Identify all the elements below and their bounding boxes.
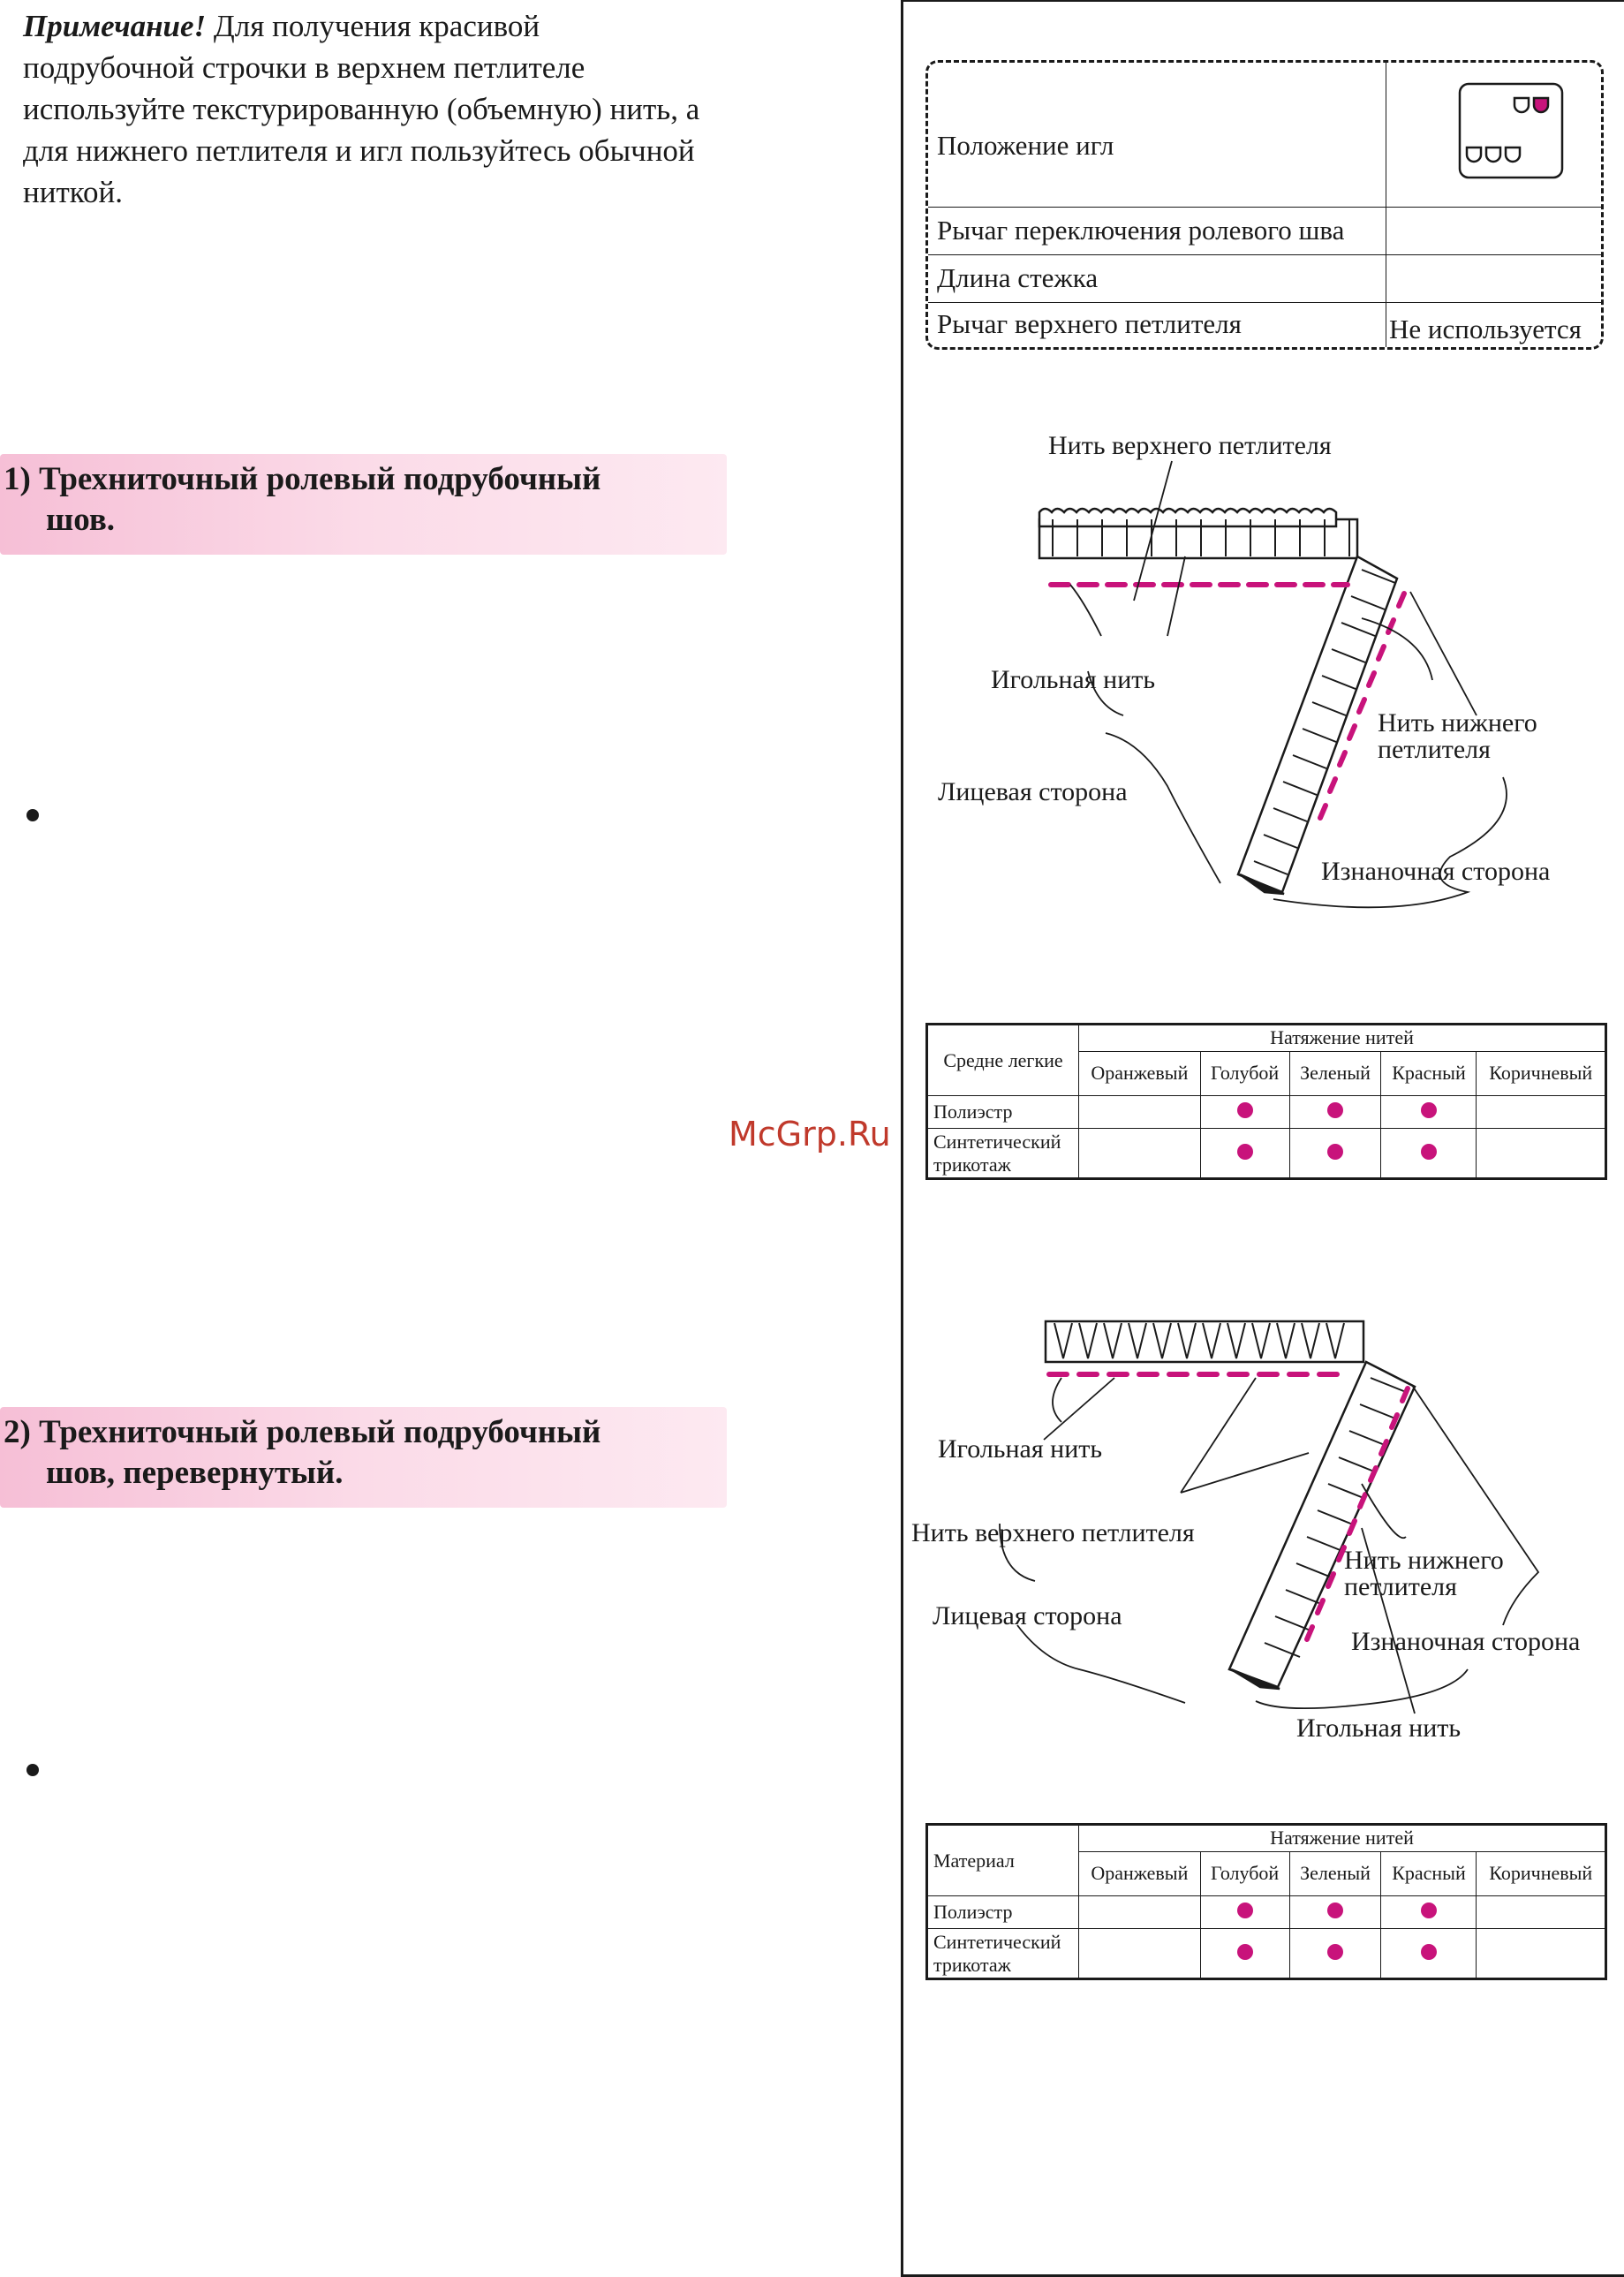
cell-mark: [1199, 1895, 1290, 1929]
cell-empty: [1476, 1128, 1606, 1179]
label-back-side: Изнаночная сторона: [1321, 857, 1550, 886]
cell-empty: [1078, 1128, 1201, 1179]
bullet-marker: [26, 1764, 39, 1776]
row-material: Синтетический трикотаж: [926, 1128, 1079, 1179]
col-brown: Коричневый: [1476, 1050, 1606, 1097]
tension-dot: [1236, 1903, 1253, 1919]
row-material: Синтетический трикотаж: [926, 1928, 1079, 1979]
tension-dot: [1327, 1102, 1344, 1119]
settings-table: Положение игл Рычаг переключения ролевог…: [925, 60, 1604, 350]
material-header: Средне легкие: [926, 1023, 1079, 1097]
tension-table-2: Материал Натяжение нитей Оранжевый Голуб…: [925, 1823, 1607, 1980]
settings-label: Рычаг переключения ролевого шва: [937, 215, 1345, 246]
cell-empty: [1476, 1095, 1606, 1129]
section-2-line2: шов, перевернутый.: [46, 1455, 344, 1491]
tension-table-1: Средне легкие Натяжение нитей Оранжевый …: [925, 1023, 1607, 1180]
cell-mark: [1380, 1928, 1477, 1979]
material-header: Материал: [926, 1823, 1079, 1897]
section-1-heading: 1) Трехниточный ролевый подрубочный шов.: [0, 454, 727, 555]
col-blue: Голубой: [1199, 1850, 1290, 1897]
table-row: Синтетический трикотаж: [926, 1128, 1606, 1179]
cell-mark: [1288, 1095, 1382, 1129]
col-orange: Оранжевый: [1078, 1050, 1201, 1097]
cell-empty: [1476, 1895, 1606, 1929]
cell-mark: [1380, 1128, 1477, 1179]
cell-mark: [1288, 1128, 1382, 1179]
note-text: Для получения красивой подрубочной строч…: [23, 9, 700, 209]
cell-empty: [1078, 1895, 1201, 1929]
cell-empty: [1078, 1095, 1201, 1129]
col-blue: Голубой: [1199, 1050, 1290, 1097]
settings-label: Длина стежка: [937, 262, 1099, 293]
right-panel-frame: [901, 0, 1624, 2277]
note-label: Примечание!: [23, 9, 207, 43]
settings-value: Не используется: [1389, 314, 1582, 344]
col-brown: Коричневый: [1476, 1850, 1606, 1897]
section-2-heading: 2) Трехниточный ролевый подрубочный шов,…: [0, 1407, 727, 1508]
settings-row-rolled-lever: Рычаг переключения ролевого шва: [928, 208, 1601, 255]
label-lower-looper-thread-1: Нить нижнего: [1344, 1546, 1504, 1575]
section-1-line1: 1) Трехниточный ролевый подрубочный: [4, 461, 601, 497]
label-face-side: Лицевая сторона: [933, 1601, 1122, 1630]
label-needle-thread-2: Игольная нить: [1296, 1713, 1461, 1743]
cell-mark: [1288, 1928, 1382, 1979]
cell-mark: [1199, 1928, 1290, 1979]
table-row: Полиэстр: [926, 1095, 1606, 1129]
label-lower-looper-thread-1: Нить нижнего: [1378, 708, 1537, 738]
settings-label: Положение игл: [937, 130, 1114, 161]
cell-mark: [1199, 1095, 1290, 1129]
row-material: Полиэстр: [926, 1095, 1079, 1129]
tension-dot: [1327, 1903, 1344, 1919]
section-1-line2: шов.: [46, 502, 116, 538]
watermark: McGrp.Ru: [729, 1115, 891, 1154]
col-green: Зеленый: [1288, 1850, 1382, 1897]
settings-label: Рычаг верхнего петлителя: [937, 308, 1242, 339]
tension-dot: [1236, 1102, 1253, 1119]
stitch-diagram-1: Нить верхнего петлителя Игольная нить Ни…: [938, 431, 1550, 909]
section-2-line1: 2) Трехниточный ролевый подрубочный: [4, 1414, 601, 1450]
needle-position-icon: [1458, 82, 1564, 179]
tension-dot: [1420, 1102, 1437, 1119]
table-row: Синтетический трикотаж: [926, 1928, 1606, 1979]
tension-dot: [1420, 1903, 1437, 1919]
label-face-side: Лицевая сторона: [938, 777, 1128, 806]
tension-dot: [1236, 1143, 1253, 1160]
label-upper-looper-thread: Нить верхнего петлителя: [911, 1518, 1195, 1547]
tension-dot: [1327, 1943, 1344, 1960]
row-material: Полиэстр: [926, 1895, 1079, 1929]
settings-row-needles: Положение игл: [928, 63, 1601, 208]
label-lower-looper-thread-2: петлителя: [1378, 735, 1491, 764]
col-red: Красный: [1380, 1850, 1477, 1897]
tension-caption: Натяжение нитей: [1078, 1824, 1606, 1852]
label-upper-looper-thread: Нить верхнего петлителя: [1048, 431, 1332, 460]
bullet-marker: [26, 809, 39, 821]
tension-dot: [1420, 1943, 1437, 1960]
note-paragraph: Примечание! Для получения красивой подру…: [23, 5, 712, 213]
cell-mark: [1380, 1095, 1477, 1129]
cell-mark: [1199, 1128, 1290, 1179]
col-red: Красный: [1380, 1050, 1477, 1097]
label-needle-thread: Игольная нить: [938, 1434, 1102, 1464]
cell-empty: [1476, 1928, 1606, 1979]
cell-mark: [1288, 1895, 1382, 1929]
label-lower-looper-thread-2: петлителя: [1344, 1572, 1457, 1601]
settings-row-upper-looper: Рычаг верхнего петлителя Не используется: [928, 303, 1601, 349]
settings-row-stitch-length: Длина стежка: [928, 255, 1601, 303]
tension-dot: [1327, 1143, 1344, 1160]
cell-mark: [1380, 1895, 1477, 1929]
tension-dot: [1420, 1143, 1437, 1160]
stitch-diagram-2: Игольная нить Нить верхнего петлителя Ни…: [911, 1320, 1580, 1743]
label-needle-thread: Игольная нить: [991, 665, 1155, 694]
col-green: Зеленый: [1288, 1050, 1382, 1097]
label-back-side: Изнаночная сторона: [1351, 1627, 1580, 1656]
col-orange: Оранжевый: [1078, 1850, 1201, 1897]
tension-dot: [1236, 1943, 1253, 1960]
table-row: Полиэстр: [926, 1895, 1606, 1929]
tension-caption: Натяжение нитей: [1078, 1024, 1606, 1052]
cell-empty: [1078, 1928, 1201, 1979]
